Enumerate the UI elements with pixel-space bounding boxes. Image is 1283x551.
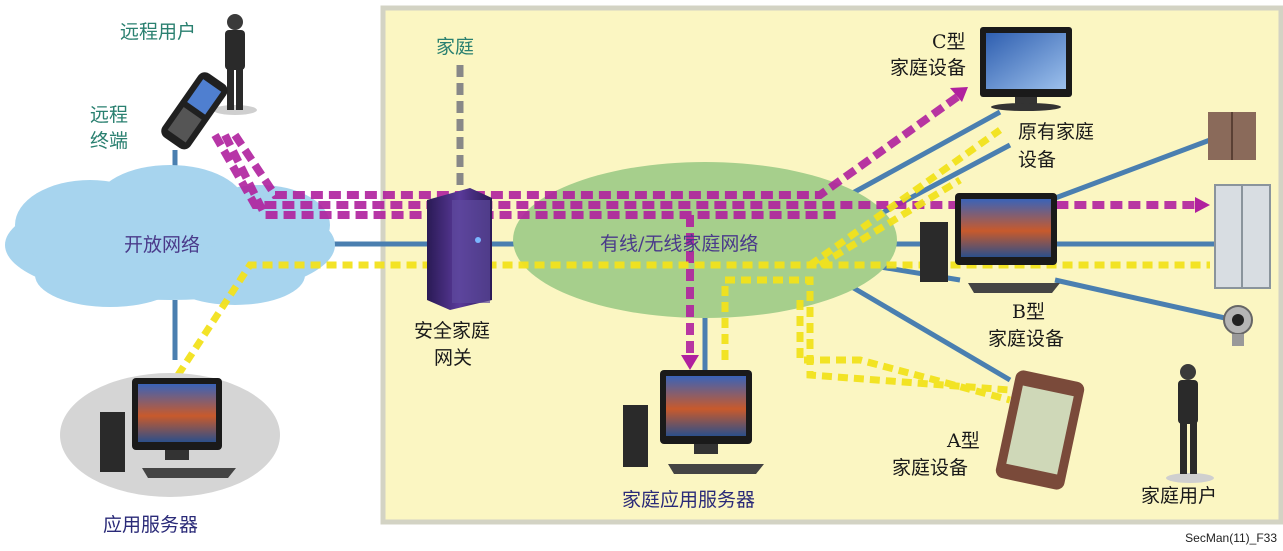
computer-icon bbox=[100, 378, 236, 478]
person-icon bbox=[1166, 364, 1214, 483]
type-b-label-line1: B型 bbox=[1012, 301, 1045, 323]
arrow-to-home-server bbox=[681, 355, 699, 370]
tv-icon bbox=[980, 27, 1072, 111]
home-user-label: 家庭用户 bbox=[1141, 485, 1218, 507]
remote-terminal-label-line2: 终端 bbox=[90, 130, 129, 152]
pda-icon bbox=[995, 370, 1085, 490]
type-b-label-line2: 家庭设备 bbox=[988, 328, 1065, 350]
open-network-label: 开放网络 bbox=[124, 234, 201, 256]
type-a-label-line1: A型 bbox=[947, 430, 980, 452]
app-server-label: 应用服务器 bbox=[103, 514, 199, 536]
remote-user-label: 远程用户 bbox=[120, 21, 197, 43]
legacy-device-label-line1: 原有家庭 bbox=[1018, 121, 1095, 143]
person-icon bbox=[213, 14, 257, 115]
webcam-icon bbox=[1223, 305, 1253, 346]
remote-terminal-label-line1: 远程 bbox=[90, 104, 129, 126]
secure-gateway-label-line2: 网关 bbox=[434, 347, 473, 369]
wardrobe-icon bbox=[1208, 112, 1256, 160]
arrow-to-fridge bbox=[1195, 197, 1210, 213]
computer-icon bbox=[623, 370, 764, 474]
home-label: 家庭 bbox=[436, 36, 475, 58]
type-c-label-line2: 家庭设备 bbox=[890, 57, 967, 79]
remote-flow-paths bbox=[211, 91, 1195, 360]
home-network-label: 有线/无线家庭网络 bbox=[600, 233, 759, 255]
app-flow-paths bbox=[175, 127, 1210, 404]
open-network-cloud bbox=[5, 165, 335, 307]
computer-icon bbox=[920, 193, 1060, 293]
home-app-server-label: 家庭应用服务器 bbox=[622, 489, 756, 511]
secure-gateway-label-line1: 安全家庭 bbox=[414, 320, 491, 342]
mobile-phone-icon bbox=[161, 72, 228, 150]
type-c-label-line1: C型 bbox=[932, 31, 966, 53]
legacy-device-label-line2: 设备 bbox=[1018, 149, 1057, 171]
type-a-label-line2: 家庭设备 bbox=[892, 457, 969, 479]
fridge-icon bbox=[1214, 184, 1271, 289]
gateway-server-icon bbox=[427, 188, 492, 310]
arrow-to-tv bbox=[950, 87, 968, 102]
figure-id: SecMan(11)_F33 bbox=[1185, 531, 1277, 545]
